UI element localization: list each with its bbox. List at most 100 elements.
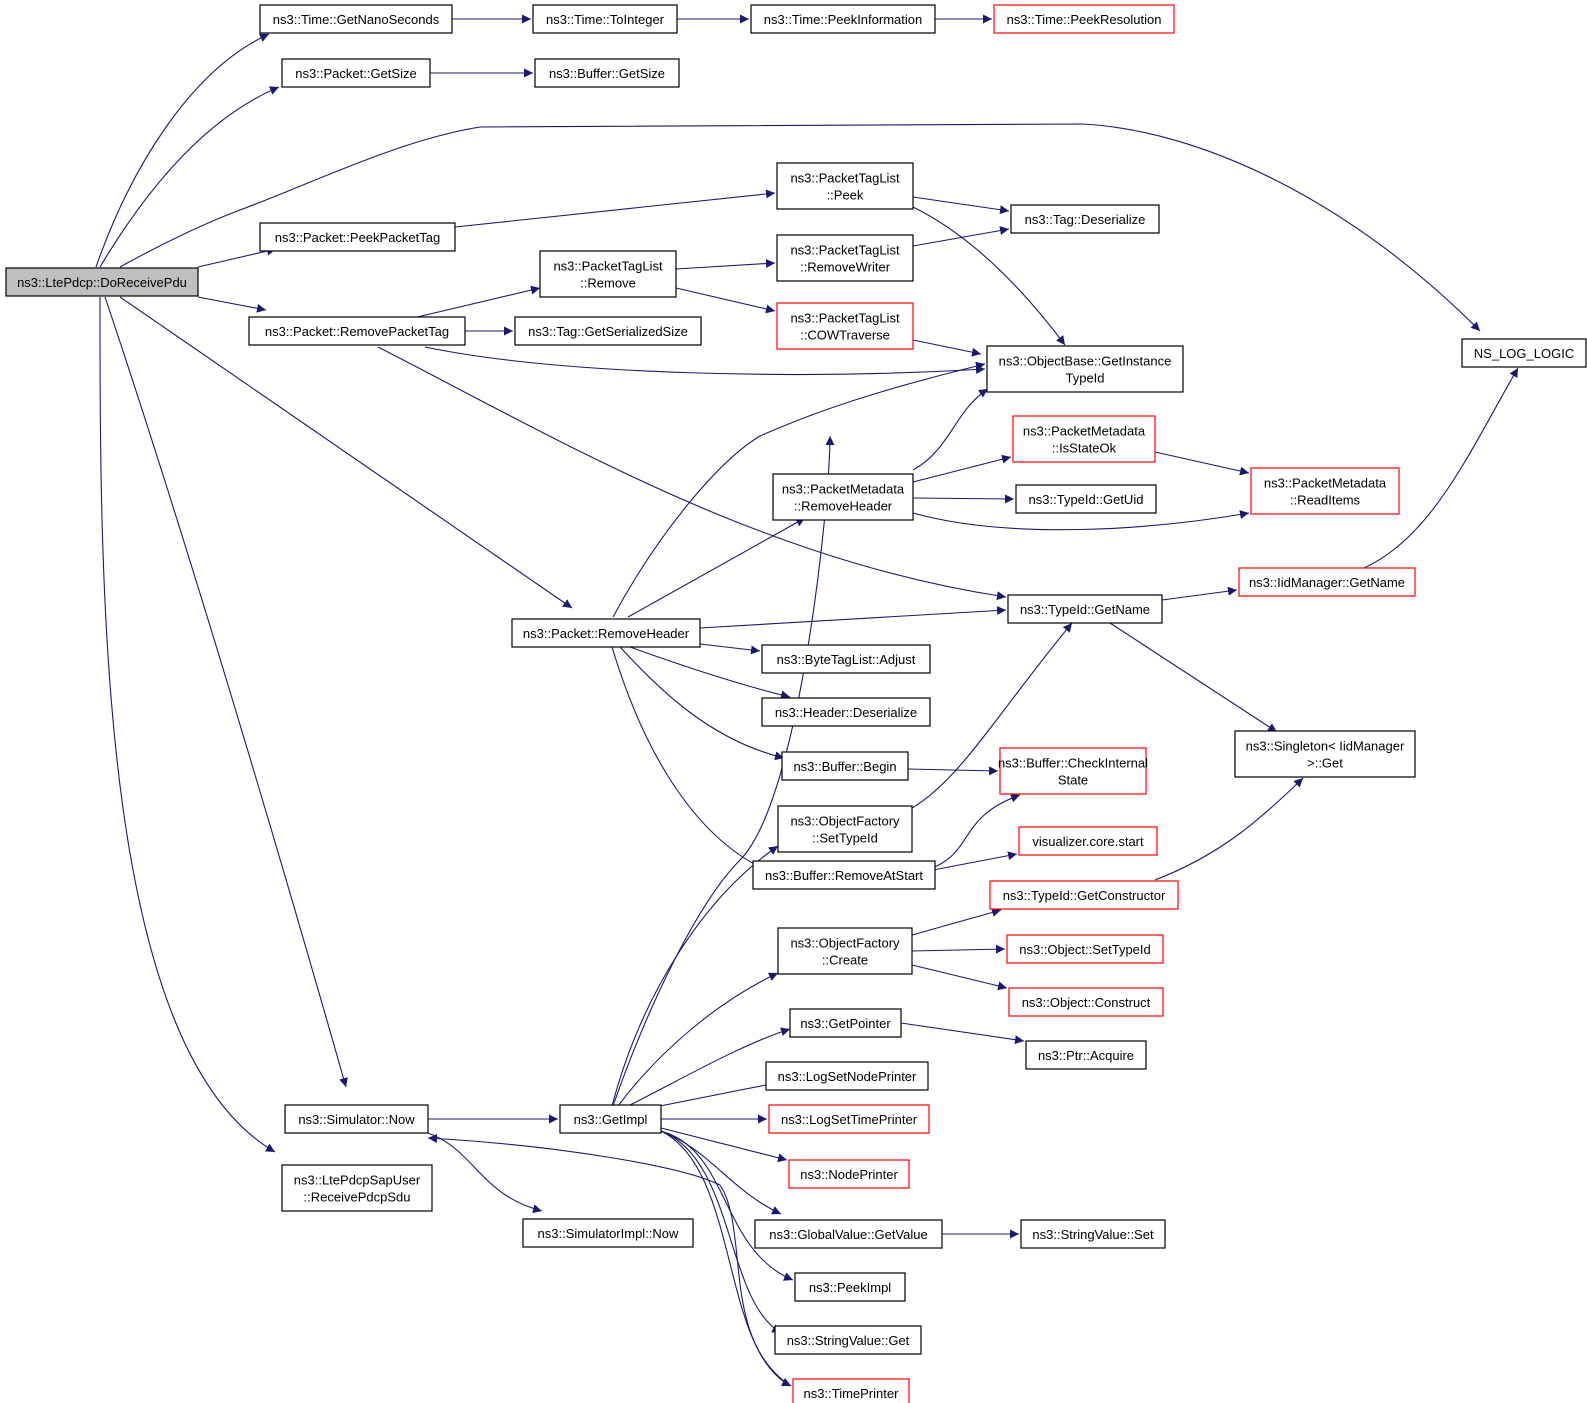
edge-n23-n31 (611, 646, 776, 875)
node-label: ns3::Singleton< IidManager (1246, 739, 1405, 754)
node-label: ns3::PacketTagList (790, 171, 900, 186)
call-node-n29[interactable]: ns3::ObjectFactory::SetTypeId (777, 805, 913, 853)
call-node-n13[interactable]: ns3::Packet::RemovePacketTag (248, 316, 466, 346)
call-node-n12[interactable]: ns3::PacketTagList::RemoveWriter (776, 234, 914, 282)
call-node-n35[interactable]: ns3::Object::Construct (1008, 987, 1164, 1017)
call-node-n39[interactable]: ns3::Simulator::Now (284, 1104, 429, 1134)
node-box (1461, 338, 1587, 368)
call-node-n26[interactable]: ns3::Singleton< IidManager >::Get (1234, 730, 1416, 778)
node-label: NS_LOG_LOGIC (1474, 346, 1574, 361)
call-node-n46[interactable]: ns3::SimulatorImpl::Now (522, 1218, 694, 1248)
call-node-n8[interactable]: ns3::PacketTagList::Peek (776, 162, 914, 210)
edge-n40-n36 (627, 1027, 791, 1107)
edge-n40-n33 (617, 972, 779, 1107)
node-label: ns3::GetPointer (800, 1016, 891, 1031)
node-box (776, 162, 914, 210)
node-label: ns3::TypeId::GetName (1020, 602, 1150, 617)
call-node-n23[interactable]: ns3::Packet::RemoveHeader (511, 618, 701, 648)
node-label: ns3::PacketTagList (790, 311, 900, 326)
call-node-n25[interactable]: ns3::Header::Deserialize (761, 697, 931, 727)
node-box (774, 1325, 922, 1355)
node-label: ns3::Time::GetNanoSeconds (273, 12, 440, 27)
node-box (761, 644, 931, 674)
call-node-n24[interactable]: ns3::ByteTagList::Adjust (761, 644, 931, 674)
call-node-root[interactable]: ns3::LtePdcp::DoReceivePdu (5, 267, 199, 297)
node-label: State (1058, 773, 1088, 788)
call-node-n6[interactable]: ns3::Buffer::GetSize (534, 58, 680, 88)
call-node-n49[interactable]: ns3::TimePrinter (792, 1378, 910, 1403)
call-node-n20[interactable]: ns3::TypeId::GetUid (1015, 484, 1157, 514)
call-node-n40[interactable]: ns3::GetImpl (559, 1104, 662, 1134)
node-label: ns3::Object::SetTypeId (1019, 942, 1151, 957)
call-node-n17[interactable]: ns3::PacketMetadata::IsStateOk (1012, 415, 1156, 463)
call-node-n2[interactable]: ns3::Time::ToInteger (532, 4, 678, 34)
call-node-n41[interactable]: ns3::LogSetTimePrinter (768, 1104, 930, 1134)
call-node-n31[interactable]: ns3::Buffer::RemoveAtStart (752, 860, 936, 890)
node-box (754, 1219, 943, 1249)
edge-root-n39 (104, 296, 348, 1088)
edge-n40-n38 (659, 1078, 787, 1107)
call-node-n33[interactable]: ns3::ObjectFactory::Create (777, 927, 913, 975)
call-node-n4[interactable]: ns3::Time::PeekResolution (993, 4, 1175, 34)
edge-root-n5 (99, 86, 280, 268)
node-label: ::ReceivePdcpSdu (304, 1190, 411, 1205)
edge-n18-n19 (912, 510, 1250, 531)
call-node-n11[interactable]: ns3::PacketTagList::Remove (539, 250, 677, 298)
call-node-n44[interactable]: ns3::GlobalValue::GetValue (754, 1219, 943, 1249)
call-node-n37[interactable]: ns3::Ptr::Acquire (1025, 1040, 1147, 1070)
node-box (259, 222, 456, 252)
call-node-n45[interactable]: ns3::StringValue::Set (1020, 1219, 1166, 1249)
node-box (1234, 730, 1416, 778)
call-node-n30[interactable]: visualizer.core.start (1018, 826, 1158, 856)
node-box (1025, 1040, 1147, 1070)
node-label: ns3::Tag::Deserialize (1025, 212, 1146, 227)
call-node-n15[interactable]: ns3::PacketTagList::COWTraverse (776, 302, 914, 350)
call-node-n22[interactable]: ns3::TypeId::GetName (1007, 594, 1163, 624)
call-node-n48[interactable]: ns3::StringValue::Get (774, 1325, 922, 1355)
node-box (750, 4, 936, 34)
node-label: ns3::SimulatorImpl::Now (538, 1226, 679, 1241)
edge-root-n23 (119, 296, 573, 609)
call-node-n36[interactable]: ns3::GetPointer (789, 1008, 902, 1038)
node-box (794, 1272, 906, 1302)
node-label: ns3::ByteTagList::Adjust (777, 652, 916, 667)
call-node-n43[interactable]: ns3::LtePdcpSapUser::ReceivePdcpSdu (281, 1164, 433, 1212)
node-label: ns3::Buffer::CheckInternal (998, 756, 1148, 771)
node-box (789, 1008, 902, 1038)
call-node-n34[interactable]: ns3::Object::SetTypeId (1006, 934, 1164, 964)
node-label: ns3::ObjectBase::GetInstance (999, 354, 1172, 369)
call-node-n27[interactable]: ns3::Buffer::Begin (781, 751, 909, 781)
call-edges (95, 14, 1519, 1387)
call-node-n21[interactable]: ns3::IidManager::GetName (1238, 567, 1416, 597)
call-node-n32[interactable]: ns3::TypeId::GetConstructor (989, 880, 1179, 910)
call-node-n9[interactable]: ns3::Packet::PeekPacketTag (259, 222, 456, 252)
node-label: ns3::StringValue::Get (787, 1333, 910, 1348)
call-node-n38[interactable]: ns3::LogSetNodePrinter (765, 1061, 929, 1091)
node-label: ns3::Tag::GetSerializedSize (528, 324, 688, 339)
node-label: ns3::PacketMetadata (782, 482, 905, 497)
node-label: ns3::GetImpl (574, 1112, 648, 1127)
call-node-n14[interactable]: ns3::Tag::GetSerializedSize (514, 316, 702, 346)
node-label: ns3::TimePrinter (804, 1386, 900, 1401)
edge-n9-n8 (454, 189, 776, 228)
call-node-n1[interactable]: ns3::Time::GetNanoSeconds (259, 4, 453, 34)
call-node-n10[interactable]: ns3::Tag::Deserialize (1010, 204, 1160, 234)
node-box (1006, 934, 1164, 964)
node-label: ::ReadItems (1290, 493, 1361, 508)
call-node-n18[interactable]: ns3::PacketMetadata::RemoveHeader (772, 473, 914, 521)
node-box (1007, 594, 1163, 624)
call-node-n3[interactable]: ns3::Time::PeekInformation (750, 4, 936, 34)
call-node-n5[interactable]: ns3::Packet::GetSize (281, 58, 431, 88)
call-node-n7[interactable]: NS_LOG_LOGIC (1461, 338, 1587, 368)
edge-n29-n22 (911, 622, 1073, 809)
call-node-n19[interactable]: ns3::PacketMetadata::ReadItems (1250, 467, 1400, 515)
call-node-n47[interactable]: ns3::PeekImpl (794, 1272, 906, 1302)
node-box (752, 860, 936, 890)
call-node-n42[interactable]: ns3::NodePrinter (788, 1159, 910, 1189)
node-label: ns3::Buffer::Begin (793, 759, 896, 774)
node-box (514, 316, 702, 346)
edge-n33-n34 (911, 944, 1006, 954)
